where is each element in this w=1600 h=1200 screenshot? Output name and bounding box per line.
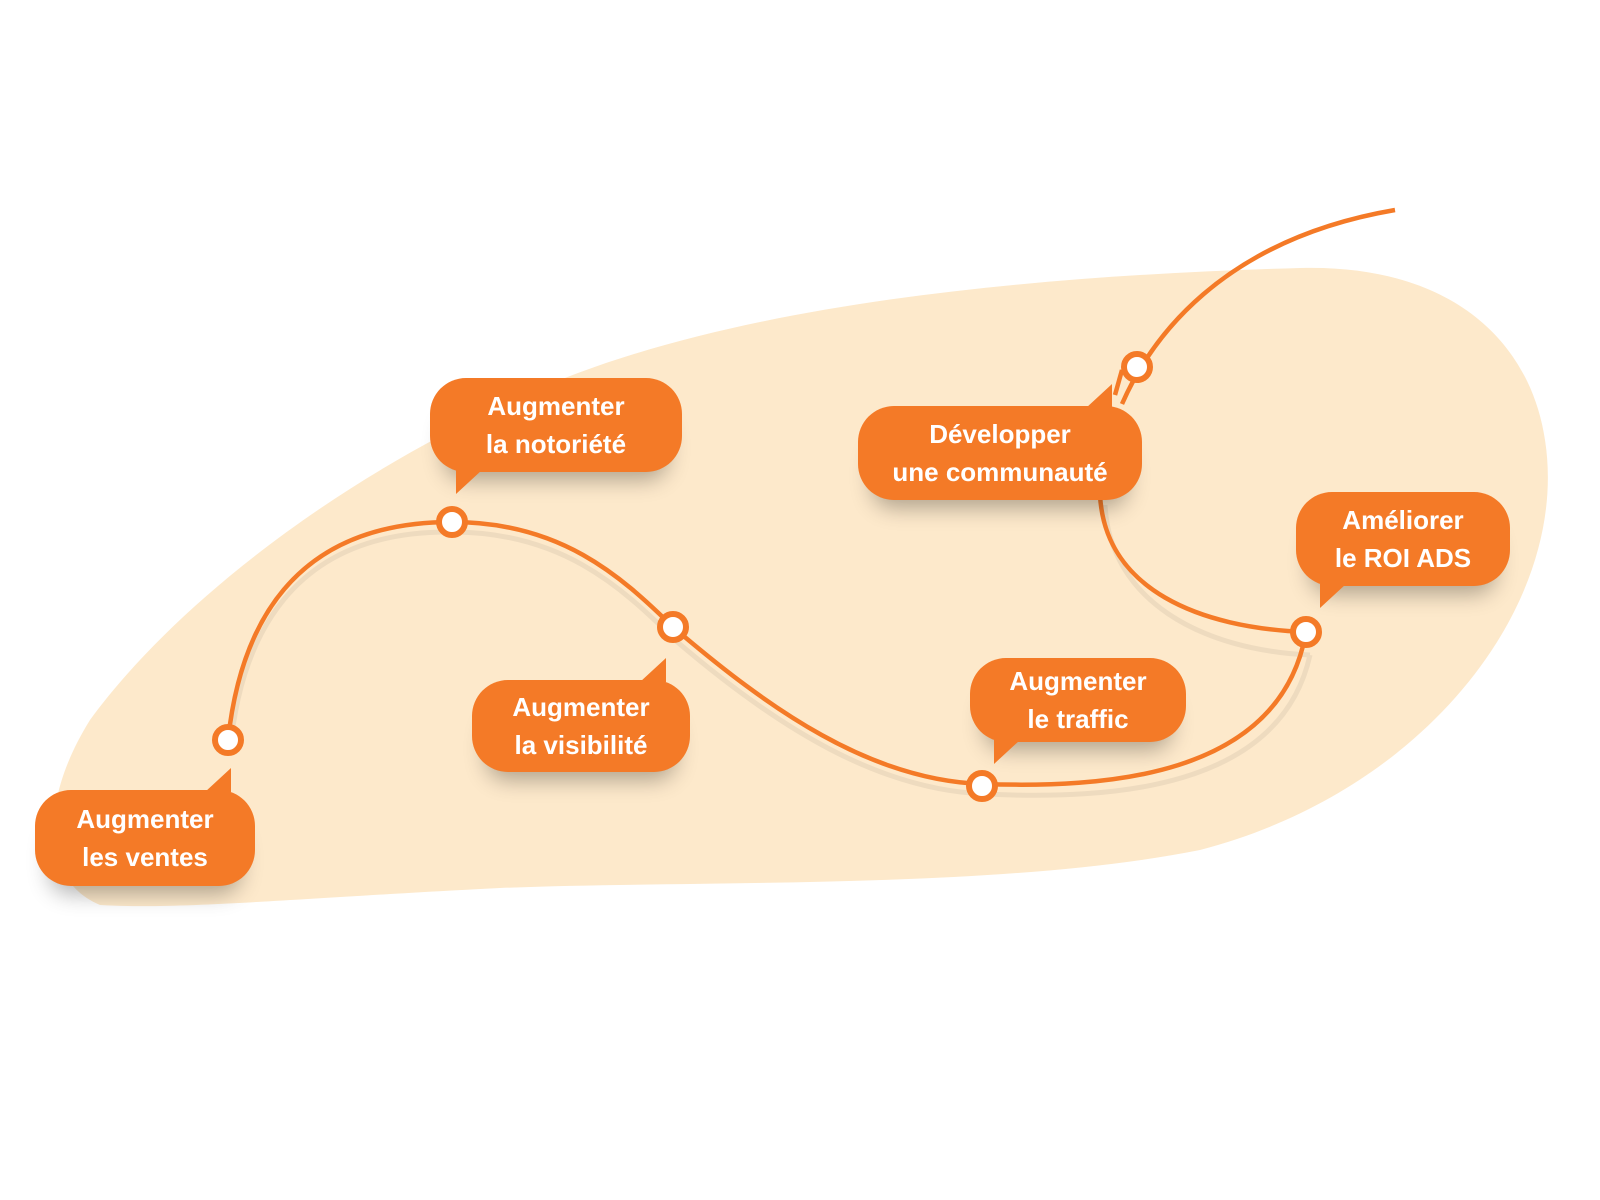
milestone-label-line1: Améliorer	[1342, 505, 1464, 535]
milestone-label-line2: le ROI ADS	[1334, 543, 1472, 573]
node-notoriete	[436, 506, 468, 538]
milestone-label-line2: la visibilité	[514, 730, 648, 760]
background-blob	[53, 267, 1548, 907]
milestone-roi: Améliorer le ROI ADS	[1296, 492, 1510, 608]
route-line-upper-link	[1112, 369, 1125, 396]
milestone-label-line2: la notoriété	[485, 429, 627, 459]
milestone-traffic: Augmenter le traffic	[970, 658, 1186, 764]
bubble-tail	[1320, 584, 1346, 608]
bubble-tail	[640, 658, 666, 682]
node-roi	[1290, 616, 1322, 648]
milestone-label-line2: le traffic	[1027, 704, 1129, 734]
node-ventes	[212, 724, 244, 756]
milestone-label-line1: Augmenter	[487, 391, 625, 421]
milestone-notoriete: Augmenter la notoriété	[430, 378, 682, 494]
milestone-ventes: Augmenter les ventes	[35, 768, 255, 886]
node-visibilite	[657, 611, 689, 643]
milestone-communaute: Développer une communauté	[858, 384, 1142, 500]
milestone-label-line2: les ventes	[82, 842, 208, 872]
bubble-tail	[994, 740, 1020, 764]
route-nodes	[212, 351, 1322, 802]
milestone-label-line1: Augmenter	[512, 692, 650, 722]
milestone-label-line2: une communauté	[892, 457, 1108, 487]
milestone-label-line1: Augmenter	[1009, 666, 1147, 696]
node-traffic	[966, 770, 998, 802]
bubble-tail	[205, 768, 231, 792]
milestone-visibilite: Augmenter la visibilité	[472, 658, 690, 772]
bubble-tail	[456, 470, 482, 494]
milestone-label-line1: Développer	[929, 419, 1071, 449]
bubble-tail	[1086, 384, 1112, 408]
milestone-label-line1: Augmenter	[76, 804, 214, 834]
node-communaute	[1121, 351, 1153, 383]
